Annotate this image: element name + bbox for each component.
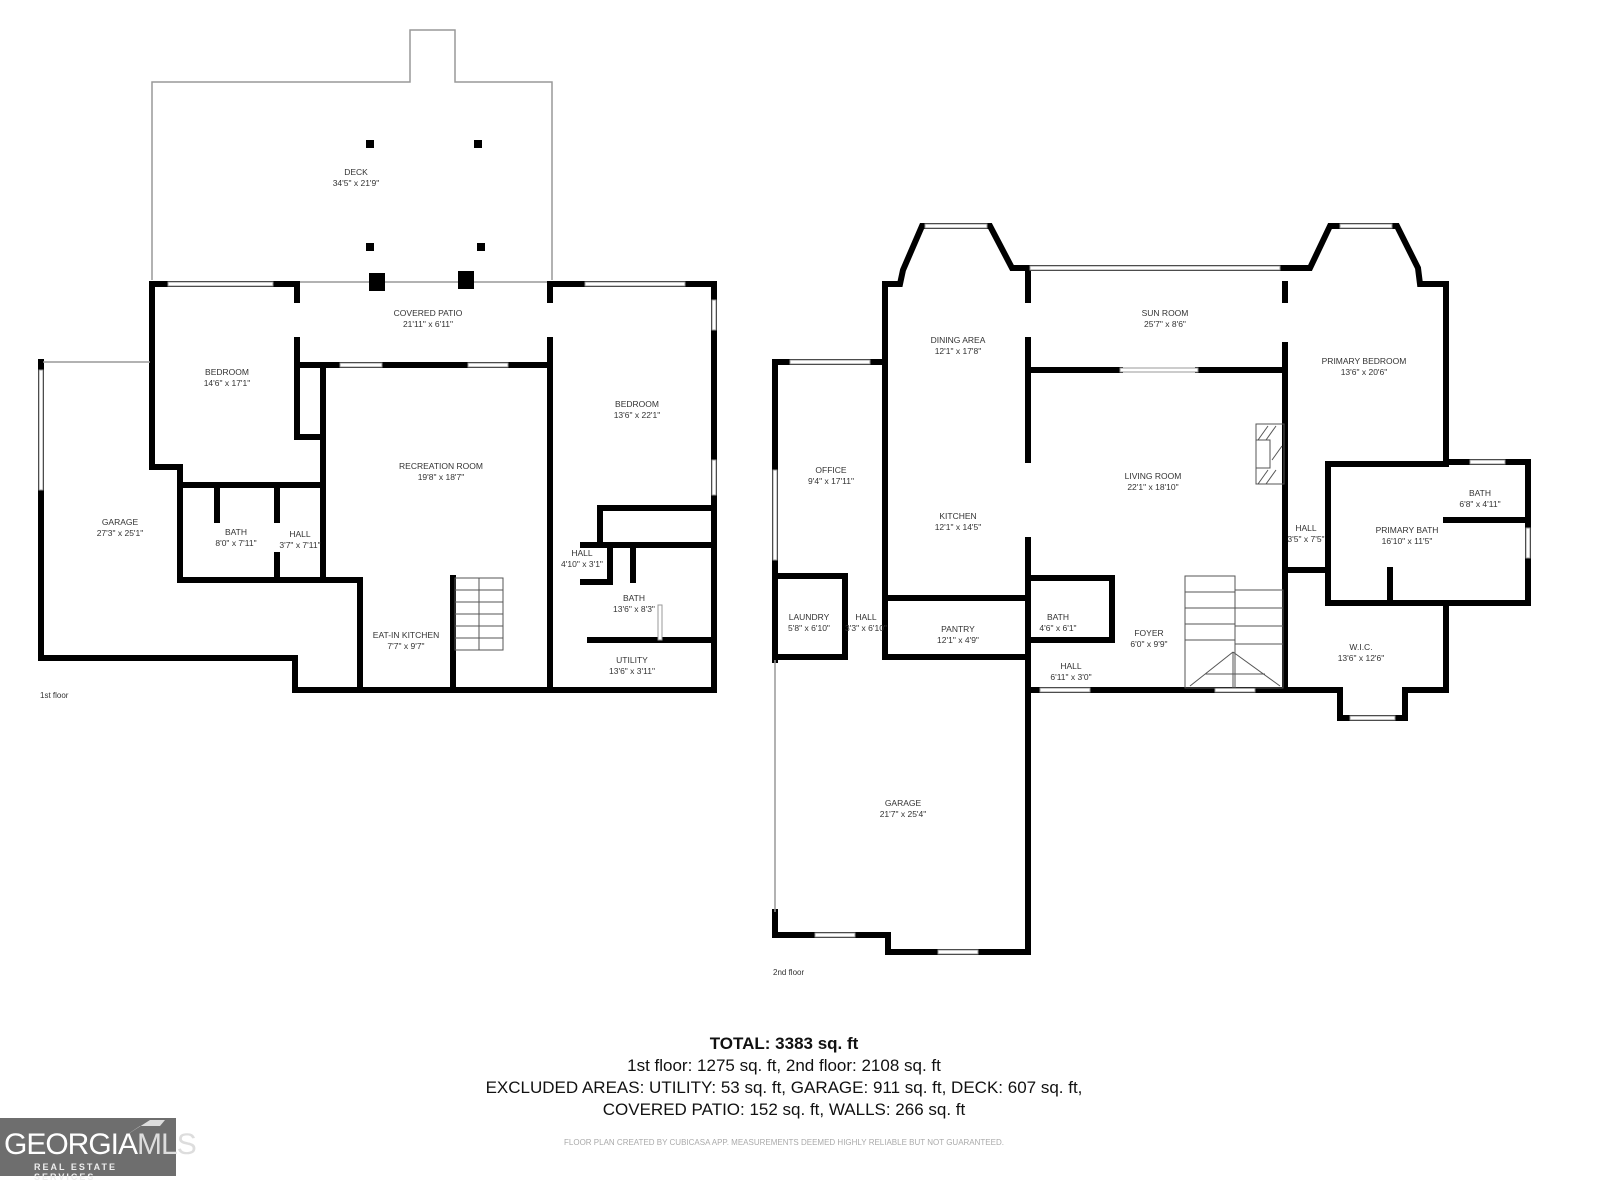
room-dims: 25'7" x 8'6" — [1144, 319, 1186, 329]
second-floor-windows — [772, 223, 1531, 955]
room-dims: 14'6" x 17'1" — [204, 378, 251, 388]
logo-subtitle: REAL ESTATE SERVICES — [34, 1162, 118, 1182]
logo-name: GEORGIAMLS — [4, 1128, 197, 1162]
room-name: COVERED PATIO — [394, 308, 463, 318]
room-name: GARAGE — [102, 517, 139, 527]
room-name: HALL — [1295, 523, 1317, 533]
total-area: TOTAL: 3383 sq. ft — [709, 1034, 859, 1053]
room-name: GARAGE — [885, 798, 922, 808]
room-name: BATH — [225, 527, 247, 537]
logo-name-b: MLS — [137, 1128, 197, 1161]
deck-posts — [366, 140, 485, 291]
room-name: UTILITY — [616, 655, 648, 665]
floor-label: 2nd floor — [773, 968, 804, 977]
room-dims: 6'0" x 9'9" — [1130, 639, 1167, 649]
first-floor-walls — [38, 281, 717, 693]
room-dims: 4'6" x 6'1" — [1039, 623, 1076, 633]
deck-outline — [151, 29, 553, 280]
excluded-areas-line-2: COVERED PATIO: 152 sq. ft, WALLS: 266 sq… — [602, 1100, 966, 1119]
disclaimer: FLOOR PLAN CREATED BY CUBICASA APP. MEAS… — [564, 1138, 1004, 1147]
room-dims: 21'7" x 25'4" — [880, 809, 927, 819]
floor-areas: 1st floor: 1275 sq. ft, 2nd floor: 2108 … — [627, 1056, 941, 1075]
first-floor-plan — [38, 29, 717, 693]
room-dims: 19'8" x 18'7" — [418, 472, 465, 482]
room-name: PRIMARY BATH — [1376, 525, 1439, 535]
georgia-mls-logo: GEORGIAMLS REAL ESTATE SERVICES — [0, 1118, 197, 1182]
room-name: PANTRY — [941, 624, 975, 634]
room-dims: 3'7" x 7'11" — [279, 540, 320, 550]
room-dims: 22'1" x 18'10" — [1127, 482, 1178, 492]
room-name: KITCHEN — [939, 511, 976, 521]
room-dims: 16'10" x 11'5" — [1382, 536, 1433, 546]
room-name: EAT-IN KITCHEN — [373, 630, 439, 640]
room-dims: 8'0" x 7'11" — [215, 538, 256, 548]
excluded-areas-line-1: EXCLUDED AREAS: UTILITY: 53 sq. ft, GARA… — [485, 1078, 1083, 1097]
room-labels: DECK 34'5" x 21'9" COVERED PATIO 21'11" … — [40, 167, 1501, 977]
room-name: SUN ROOM — [1142, 308, 1189, 318]
roof-icon — [125, 1120, 165, 1136]
room-dims: 13'6" x 12'6" — [1338, 653, 1385, 663]
room-dims: 3'5" x 7'5" — [1287, 534, 1324, 544]
room-name: HALL — [1060, 661, 1082, 671]
room-name: W.I.C. — [1349, 642, 1372, 652]
room-name: FOYER — [1134, 628, 1163, 638]
room-name: OFFICE — [815, 465, 846, 475]
room-name: HALL — [855, 612, 877, 622]
room-dims: 9'4" x 17'11" — [808, 476, 854, 486]
room-dims: 21'11" x 6'11" — [403, 319, 453, 329]
room-name: HALL — [289, 529, 311, 539]
room-name: BEDROOM — [205, 367, 249, 377]
room-name: DECK — [344, 167, 368, 177]
logo-name-a: GEORGIA — [4, 1128, 138, 1161]
room-dims: 13'6" x 20'6" — [1341, 367, 1388, 377]
room-dims: 6'8" x 4'11" — [1459, 499, 1500, 509]
room-dims: 34'5" x 21'9" — [333, 178, 380, 188]
room-name: HALL — [571, 548, 593, 558]
room-dims: 13'6" x 22'1" — [614, 410, 661, 420]
room-dims: 7'7" x 9'7" — [387, 641, 424, 651]
room-dims: 6'11" x 3'0" — [1050, 672, 1091, 682]
room-name: LIVING ROOM — [1125, 471, 1182, 481]
room-dims: 13'6" x 8'3" — [613, 604, 655, 614]
room-dims: 12'1" x 17'8" — [935, 346, 982, 356]
bath-fixture — [657, 604, 663, 641]
first-floor-windows — [38, 281, 717, 496]
room-dims: 5'8" x 6'10" — [788, 623, 830, 633]
room-dims: 13'6" x 3'11" — [609, 666, 655, 676]
room-dims: 12'1" x 14'5" — [935, 522, 982, 532]
room-name: PRIMARY BEDROOM — [1322, 356, 1407, 366]
room-dims: 27'3" x 25'1" — [97, 528, 144, 538]
room-name: RECREATION ROOM — [399, 461, 483, 471]
room-dims: 3'3" x 6'10" — [845, 623, 887, 633]
room-name: BATH — [1469, 488, 1491, 498]
room-name: DINING AREA — [931, 335, 986, 345]
second-floor-stairs — [1184, 575, 1284, 689]
second-floor-walls — [772, 223, 1531, 955]
fireplace — [1255, 423, 1285, 485]
room-dims: 12'1" x 4'9" — [937, 635, 979, 645]
room-name: BATH — [1047, 612, 1069, 622]
room-name: LAUNDRY — [789, 612, 830, 622]
room-dims: 4'10" x 3'1" — [561, 559, 603, 569]
second-floor-plan — [772, 223, 1531, 955]
floor-label: 1st floor — [40, 691, 69, 700]
first-floor-stairs — [454, 577, 504, 651]
room-name: BEDROOM — [615, 399, 659, 409]
room-name: BATH — [623, 593, 645, 603]
